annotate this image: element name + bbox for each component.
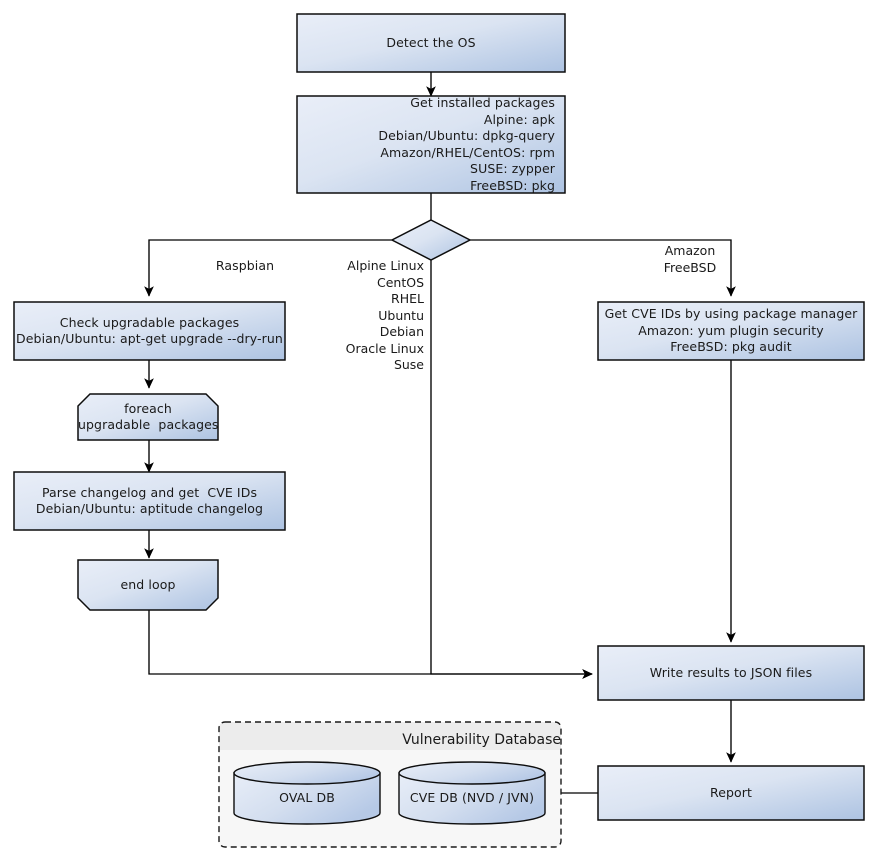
middle-branch-line-0: Alpine Linux xyxy=(347,258,424,273)
right-branch-line-0: Amazon xyxy=(664,243,716,258)
middle-branch-line-6: Suse xyxy=(393,357,424,372)
edge-endloop-to-write xyxy=(148,610,593,679)
edge-decision-middle xyxy=(430,260,593,679)
node-get-cve-ids xyxy=(597,301,865,361)
edge-decision-amazon xyxy=(470,239,736,297)
middle-branch-line-2: RHEL xyxy=(391,291,424,306)
node-os-decision xyxy=(390,219,472,261)
node-report xyxy=(597,765,865,821)
middle-branch-line-5: Oracle Linux xyxy=(345,340,424,356)
edge-decision-raspbian xyxy=(144,239,392,297)
node-end-loop xyxy=(77,559,219,611)
middle-branch-line-3: Ubuntu xyxy=(378,307,424,323)
cylinder-cve-db xyxy=(398,761,546,825)
middle-branch-line-4: Debian xyxy=(379,324,424,339)
node-write-results xyxy=(597,645,865,701)
vulnerability-database-title: Vulnerability Database xyxy=(221,729,561,748)
edge-label-right-branch: Amazon FreeBSD xyxy=(600,243,780,276)
node-check-upgradable xyxy=(13,301,286,361)
edge-label-middle-branch: Alpine Linux CentOS RHEL Ubuntu Debian O… xyxy=(252,258,424,374)
node-get-installed-packages xyxy=(296,95,566,194)
group-title-text: Vulnerability Database xyxy=(402,732,561,748)
node-detect-os xyxy=(296,13,566,73)
edge-label-raspbian: Raspbian xyxy=(215,258,275,273)
node-foreach-loop xyxy=(77,393,219,441)
middle-branch-line-1: CentOS xyxy=(376,274,424,290)
cylinder-oval-db xyxy=(233,761,381,825)
node-parse-changelog xyxy=(13,471,286,531)
right-branch-line-1: FreeBSD xyxy=(663,259,717,275)
database-cylinders xyxy=(233,761,546,825)
